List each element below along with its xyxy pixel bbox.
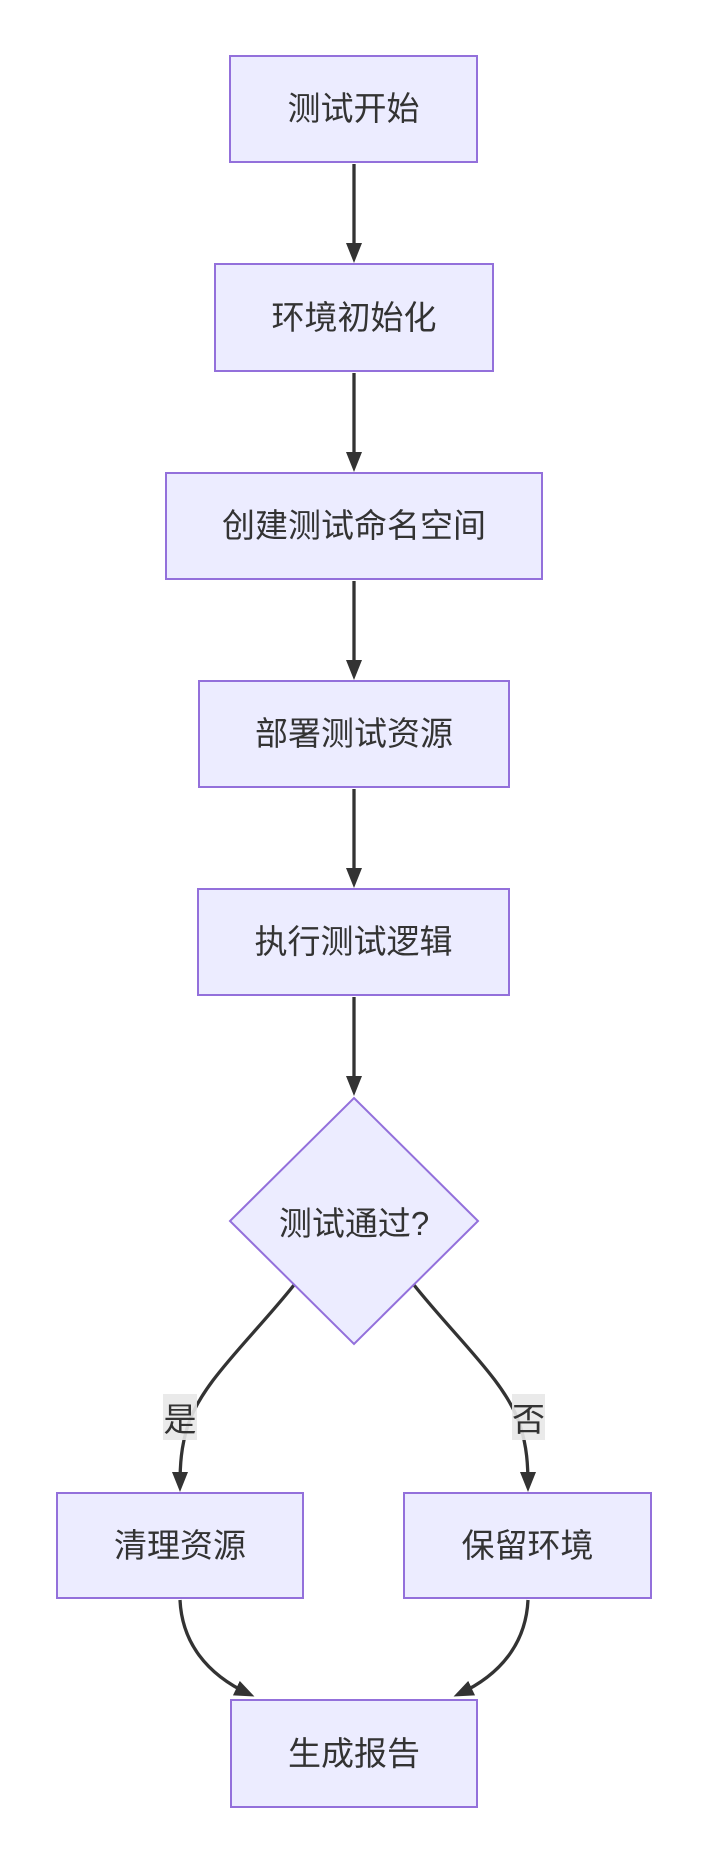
node-run-label: 执行测试逻辑 bbox=[254, 923, 453, 961]
node-start: 测试开始 bbox=[229, 55, 478, 163]
node-passed-label: 测试通过? bbox=[278, 1205, 430, 1242]
node-passed-diamond-shape bbox=[228, 1096, 480, 1346]
node-start-label: 测试开始 bbox=[287, 90, 420, 128]
edge-label-no: 否 bbox=[512, 1394, 545, 1440]
node-init-label: 环境初始化 bbox=[271, 298, 437, 336]
node-keep: 保留环境 bbox=[403, 1492, 652, 1599]
node-deploy: 部署测试资源 bbox=[198, 680, 510, 788]
node-cleanup: 清理资源 bbox=[56, 1492, 304, 1599]
edge-cleanup-to-report bbox=[178, 1599, 255, 1697]
node-report-label: 生成报告 bbox=[288, 1734, 420, 1772]
node-deploy-label: 部署测试资源 bbox=[255, 715, 453, 753]
edge-passed-no-to-keep bbox=[412, 1283, 536, 1492]
edge-label-yes: 是 bbox=[163, 1394, 197, 1440]
node-namespace-label: 创建测试命名空间 bbox=[222, 507, 486, 545]
node-report: 生成报告 bbox=[230, 1699, 478, 1808]
node-init: 环境初始化 bbox=[214, 263, 494, 372]
edge-passed-yes-to-cleanup bbox=[172, 1283, 296, 1492]
node-cleanup-label: 清理资源 bbox=[114, 1526, 246, 1564]
node-keep-label: 保留环境 bbox=[461, 1526, 594, 1564]
node-run: 执行测试逻辑 bbox=[197, 888, 510, 996]
node-namespace: 创建测试命名空间 bbox=[165, 472, 543, 580]
edge-keep-to-report bbox=[453, 1599, 530, 1697]
